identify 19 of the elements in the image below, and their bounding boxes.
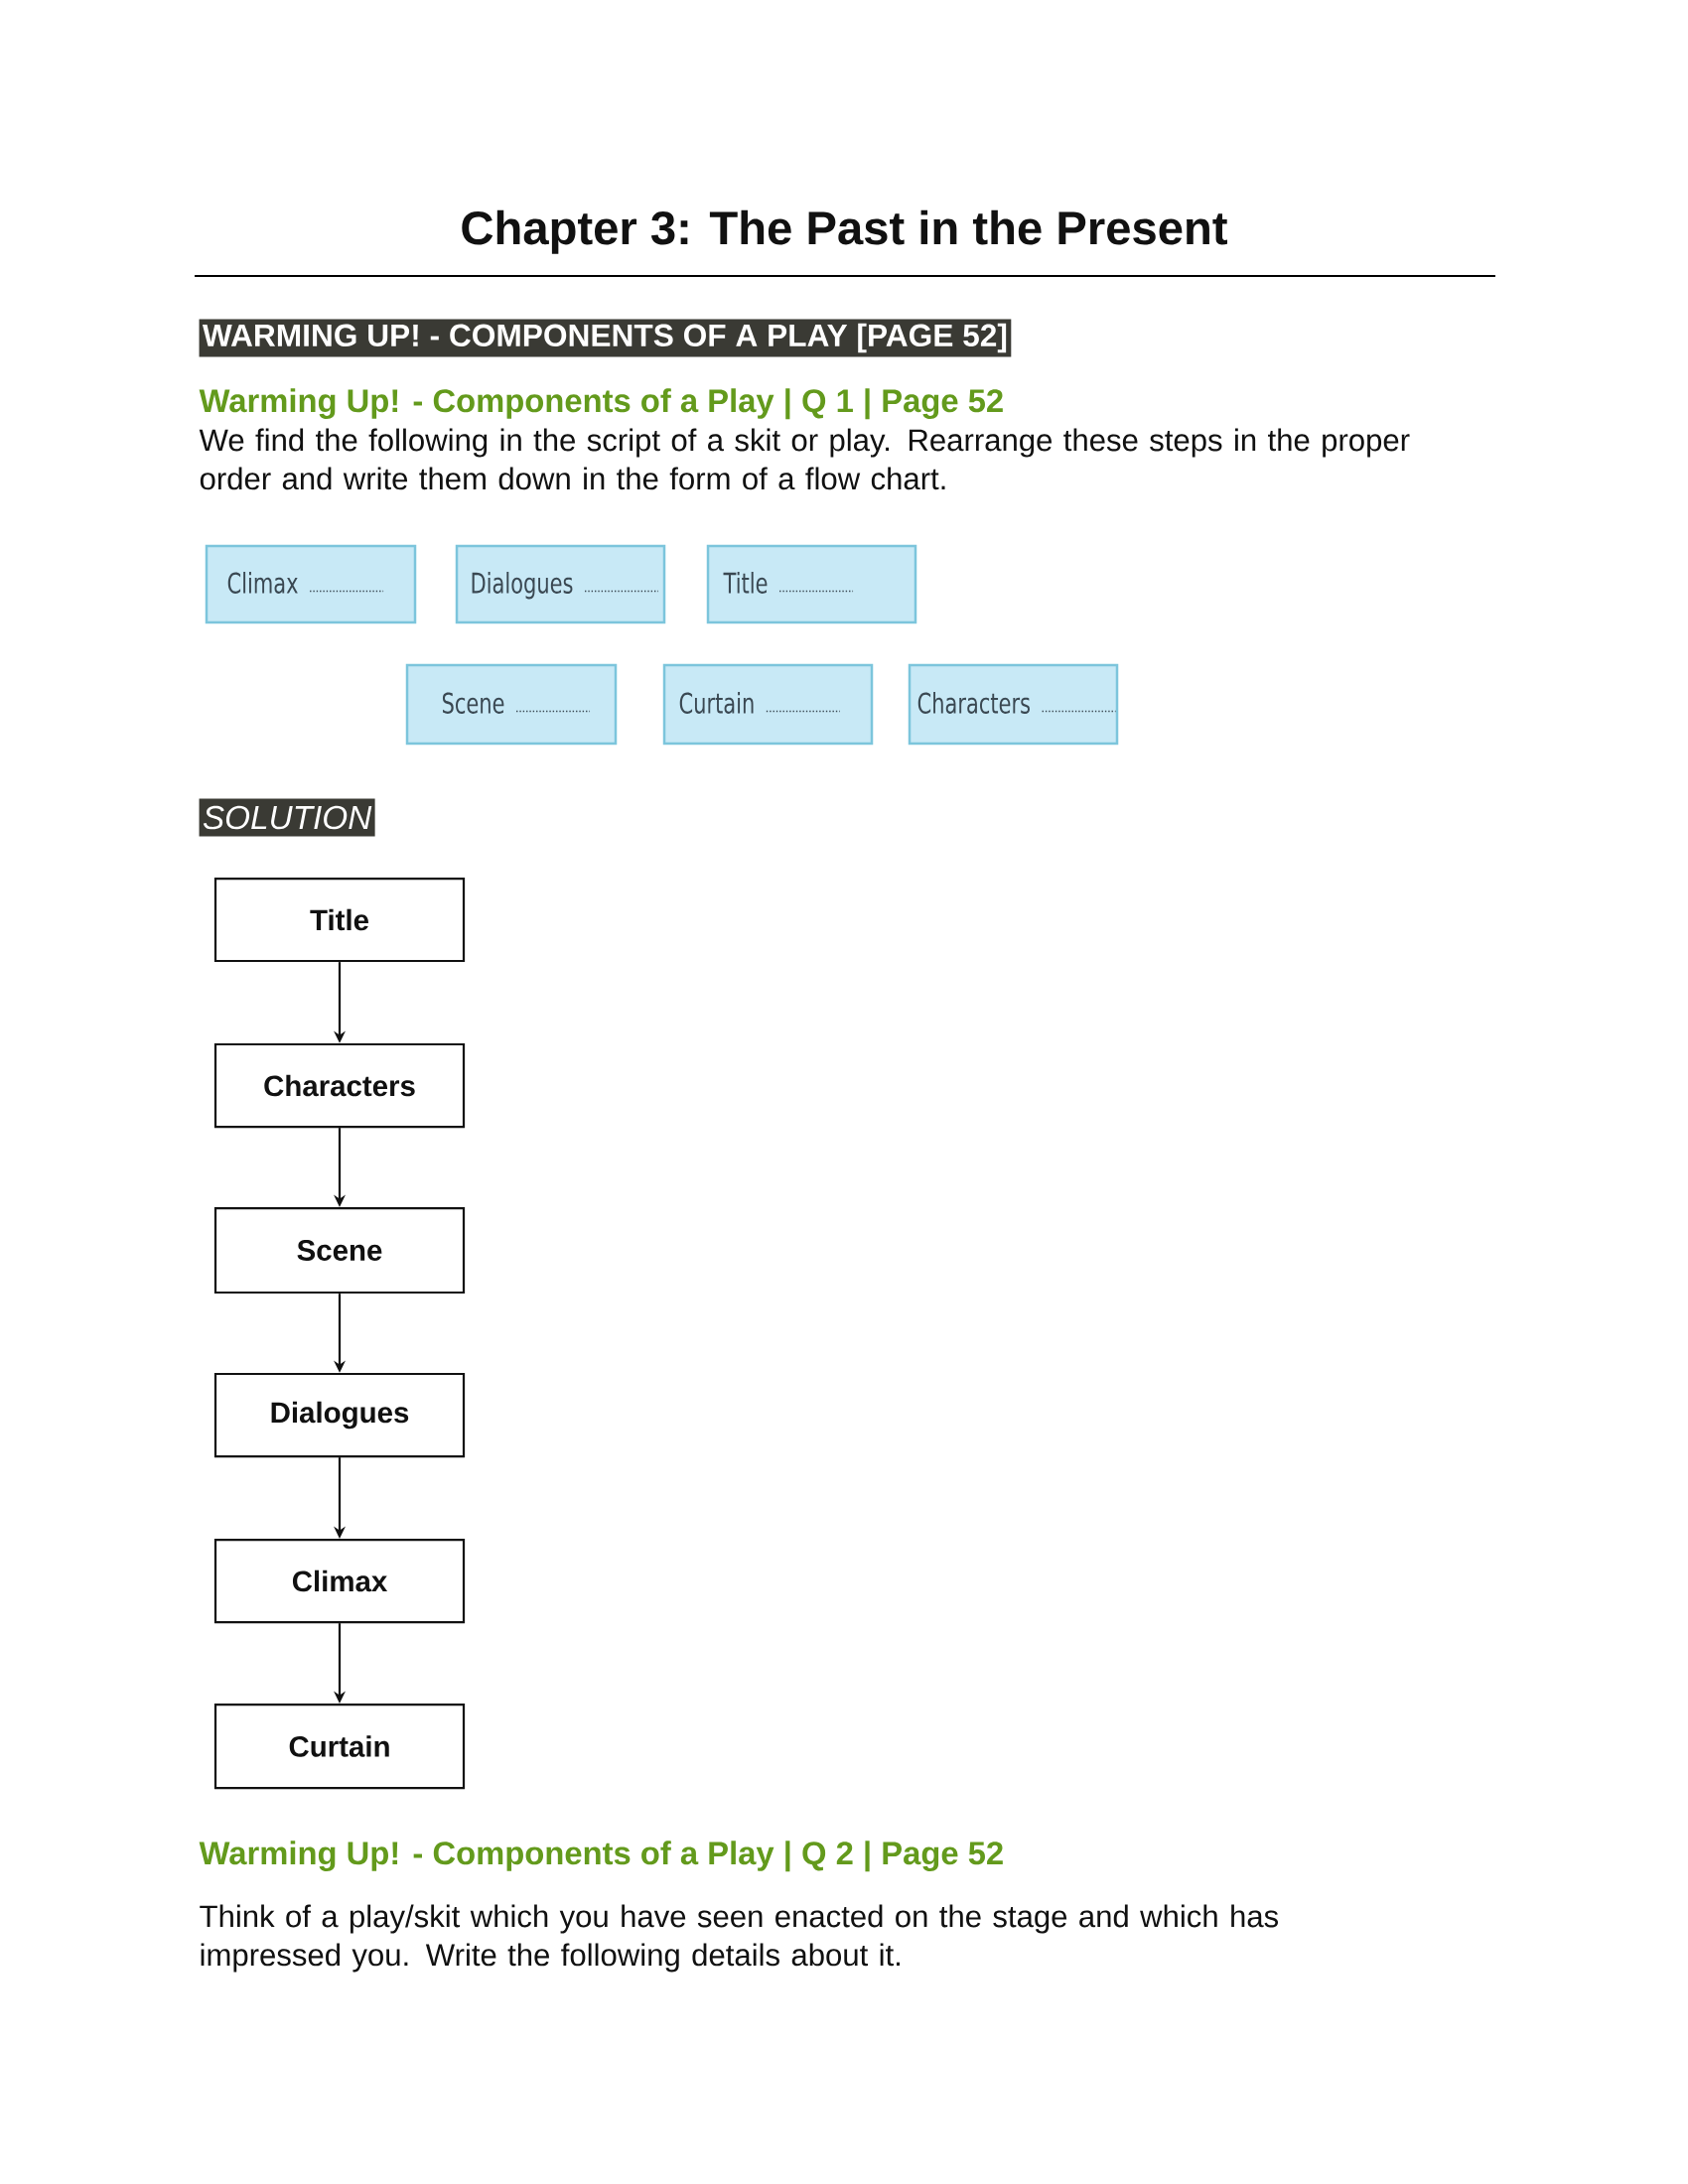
word-card: Dialogues (455, 544, 666, 624)
question-text: Think of a play/skit which you have seen enacted on the stage and which has impressed you. Write the following details about it. (200, 1904, 1279, 1973)
word-card: Curtain (662, 663, 874, 746)
page-title: Chapter 3: The Past in the Present (462, 209, 1227, 254)
question-heading: Warming Up! - Components of a Play | Q 2 | Page 52 (199, 1841, 1003, 1872)
step-box: Title (213, 877, 466, 963)
word-card: Characters (908, 663, 1119, 746)
step-box: Curtain (213, 1703, 466, 1790)
section-heading: WARMING UP! - COMPONENTS OF A PLAY [PAGE 52] (199, 319, 1012, 357)
word-card: Scene (405, 663, 618, 746)
solution-heading: SOLUTION (199, 798, 375, 837)
step-box: Characters (213, 1042, 466, 1129)
word-card: Climax (205, 544, 417, 624)
word-card: Title (706, 544, 917, 624)
step-box: Scene (213, 1206, 466, 1295)
step-box: Climax (213, 1538, 466, 1624)
step-box: Dialogues (213, 1372, 466, 1458)
question-text: We find the following in the script of a skit or play. Rearrange these steps in the proper order and write them down in the form of a flow chart. (199, 428, 1410, 490)
question-heading: Warming Up! - Components of a Play | Q 1 | Page 52 (199, 388, 1003, 420)
